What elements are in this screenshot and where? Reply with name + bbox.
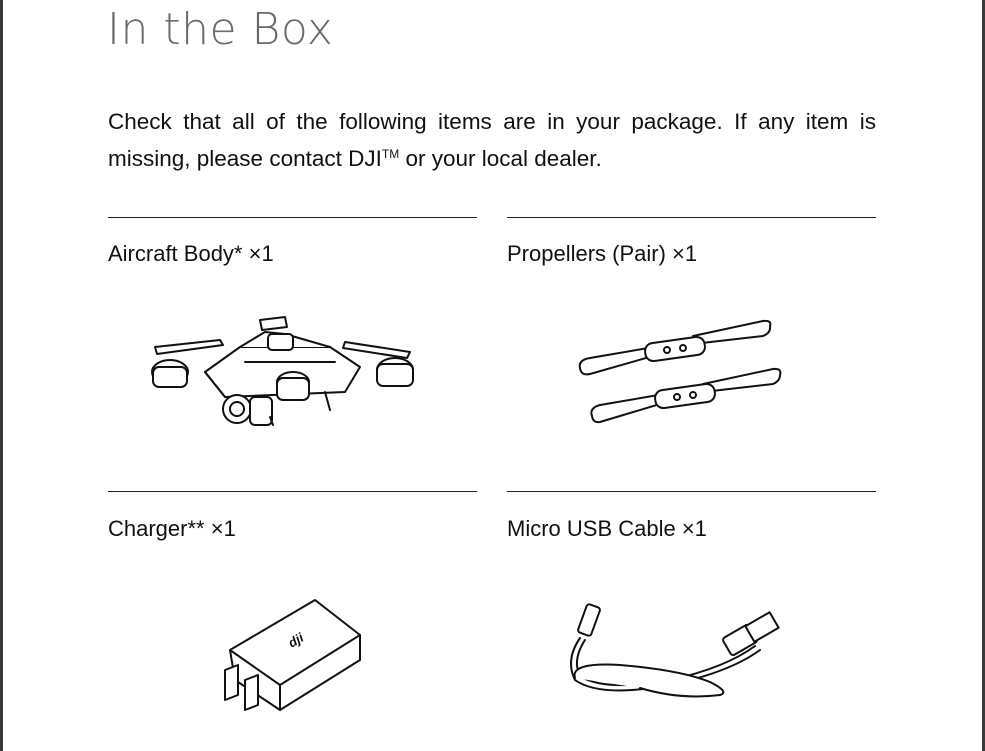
propellers-icon <box>578 319 782 424</box>
intro-text: Check that all of the following items ar… <box>108 109 876 171</box>
intro-paragraph: Check that all of the following items ar… <box>108 103 876 177</box>
divider <box>108 217 477 218</box>
item-label-usb-cable: Micro USB Cable ×1 <box>507 516 707 541</box>
item-label-charger: Charger** ×1 <box>108 516 236 541</box>
usb-cable-icon <box>570 603 780 698</box>
aircraft-icon <box>151 316 414 426</box>
divider <box>507 491 876 492</box>
intro-text-end: or your local dealer. <box>399 146 602 171</box>
page-border-right <box>982 0 985 751</box>
divider <box>108 491 477 492</box>
page-title: In the Box <box>107 4 334 55</box>
page-border-left <box>0 0 3 751</box>
divider <box>507 217 876 218</box>
charger-icon: dji <box>224 599 361 711</box>
item-label-aircraft: Aircraft Body* ×1 <box>108 241 274 266</box>
item-label-propellers: Propellers (Pair) ×1 <box>507 241 698 266</box>
trademark: TM <box>381 147 400 161</box>
charger-logo: dji <box>285 630 306 651</box>
